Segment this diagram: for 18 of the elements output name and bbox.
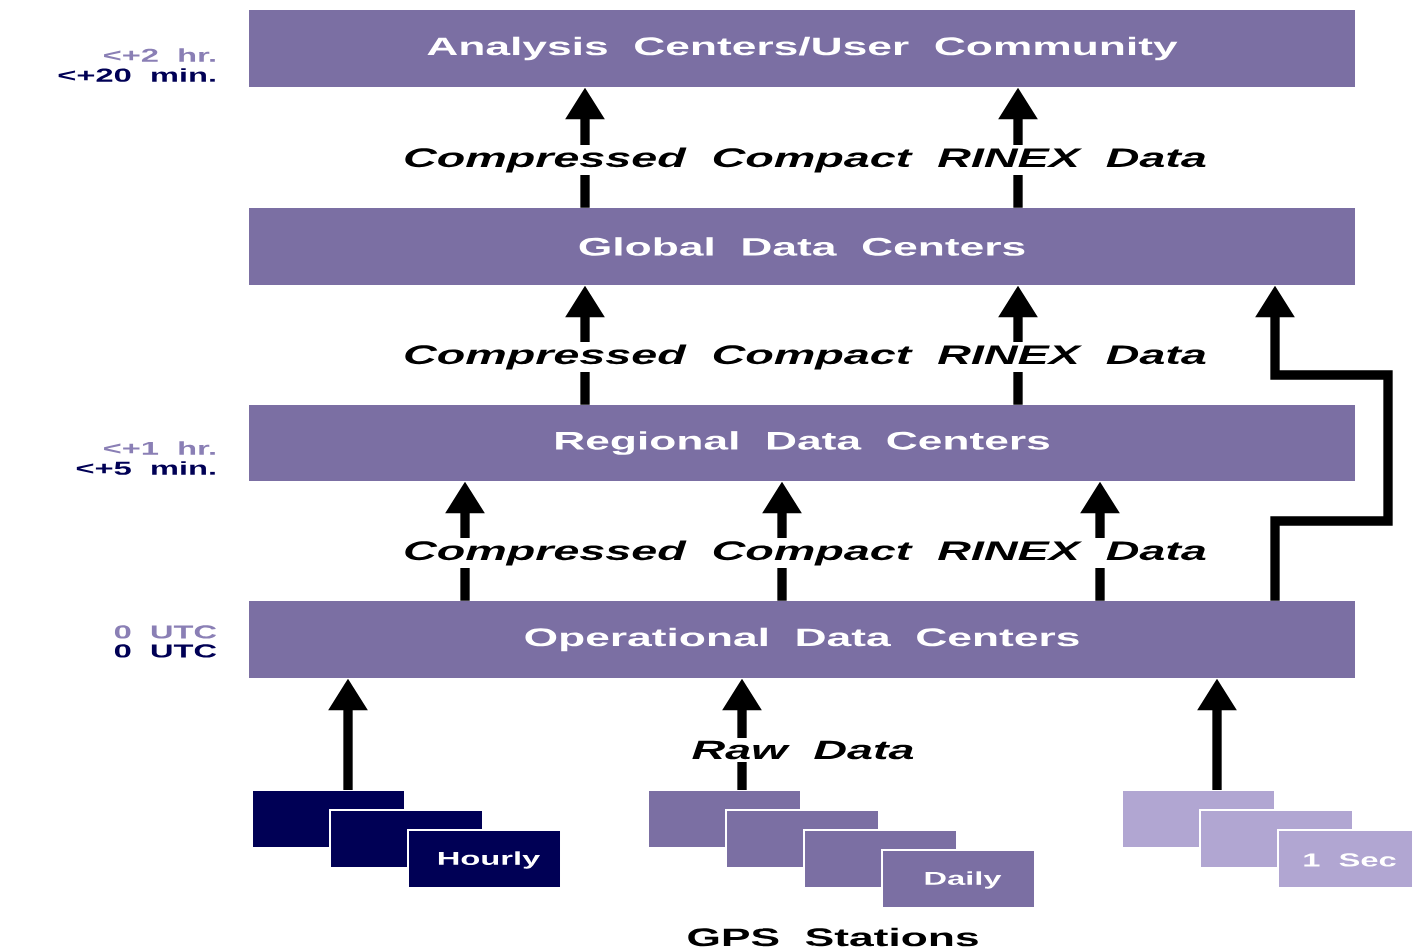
station-stack: 1 Sec [1121,789,1413,889]
data-center-box: Regional Data Centers [249,405,1355,481]
data-label: Compressed Compact RINEX Data [400,537,1210,569]
data-label: Raw Data [688,738,918,762]
data-label: Compressed Compact RINEX Data [400,144,1210,176]
data-center-box: Analysis Centers/User Community [249,10,1355,87]
time-label: <+5 min. [76,461,215,475]
time-label: 0 UTC [114,644,217,658]
data-label: Compressed Compact RINEX Data [400,341,1210,373]
time-label: <+20 min. [58,68,215,82]
time-label: <+1 hr. [104,441,215,455]
station-stack: Daily [647,789,1036,909]
time-label: 0 UTC [114,625,217,639]
data-center-box: Operational Data Centers [249,601,1355,678]
node-label: 1 Sec [1304,853,1396,867]
data-center-box: Global Data Centers [249,208,1355,285]
time-label: <+2 hr. [104,48,215,62]
station-stack: Hourly [251,789,562,889]
